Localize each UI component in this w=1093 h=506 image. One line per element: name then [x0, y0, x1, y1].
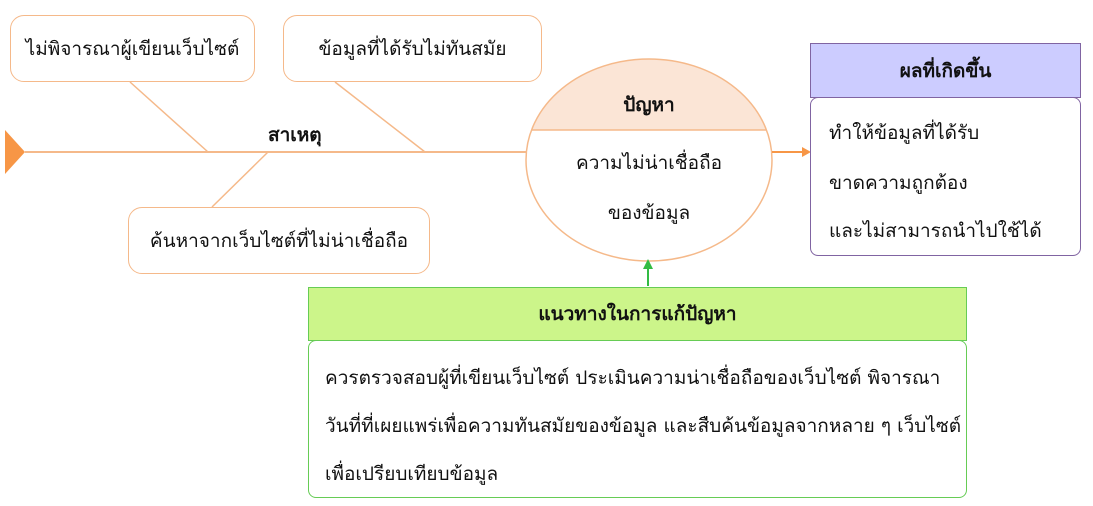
solution-line-3: เพื่อเปรียบเทียบข้อมูล: [325, 463, 499, 485]
result-line-1: ทำให้ข้อมูลที่ได้รับ: [829, 122, 980, 144]
result-line-2: ขาดความถูกต้อง: [829, 172, 968, 194]
spine-tail-arrow: [5, 130, 25, 174]
bone-line-1: [129, 81, 209, 153]
cause-text: ไม่พิจารณาผู้เขียนเว็บไซต์: [25, 37, 240, 60]
cause-text: ข้อมูลที่ได้รับไม่ทันสมัย: [318, 37, 507, 60]
result-title: ผลที่เกิดขึ้น: [899, 59, 992, 82]
solution-body: ควรตรวจสอบผู้ที่เขียนเว็บไซต์ ประเมินควา…: [308, 340, 967, 498]
solution-header: แนวทางในการแก้ปัญหา: [308, 287, 967, 341]
cause-text: ค้นหาจากเว็บไซต์ที่ไม่น่าเชื่อถือ: [149, 229, 409, 252]
solution-title: แนวทางในการแก้ปัญหา: [538, 303, 737, 325]
problem-title: ปัญหา: [623, 94, 675, 116]
result-header: ผลที่เกิดขึ้น: [810, 43, 1081, 98]
result-body: ทำให้ข้อมูลที่ได้รับ ขาดความถูกต้อง และไ…: [810, 97, 1081, 256]
cause-box-1: ไม่พิจารณาผู้เขียนเว็บไซต์: [10, 15, 255, 82]
causes-label: สาเหตุ: [268, 124, 322, 146]
bone-line-2: [334, 81, 426, 153]
cause-box-3: ค้นหาจากเว็บไซต์ที่ไม่น่าเชื่อถือ: [128, 207, 430, 274]
problem-line-1: ความไม่น่าเชื่อถือ: [575, 152, 723, 174]
cause-box-2: ข้อมูลที่ได้รับไม่ทันสมัย: [283, 15, 542, 82]
solution-line-1: ควรตรวจสอบผู้ที่เขียนเว็บไซต์ ประเมินควา…: [325, 367, 941, 389]
problem-line-2: ของข้อมูล: [607, 202, 691, 224]
solution-line-2: วันที่ที่เผยแพร่เพื่อความทันสมัยของข้อมู…: [325, 415, 962, 437]
result-line-3: และไม่สามารถนำไปใช้ได้: [829, 220, 1042, 242]
bone-line-3: [211, 151, 269, 208]
